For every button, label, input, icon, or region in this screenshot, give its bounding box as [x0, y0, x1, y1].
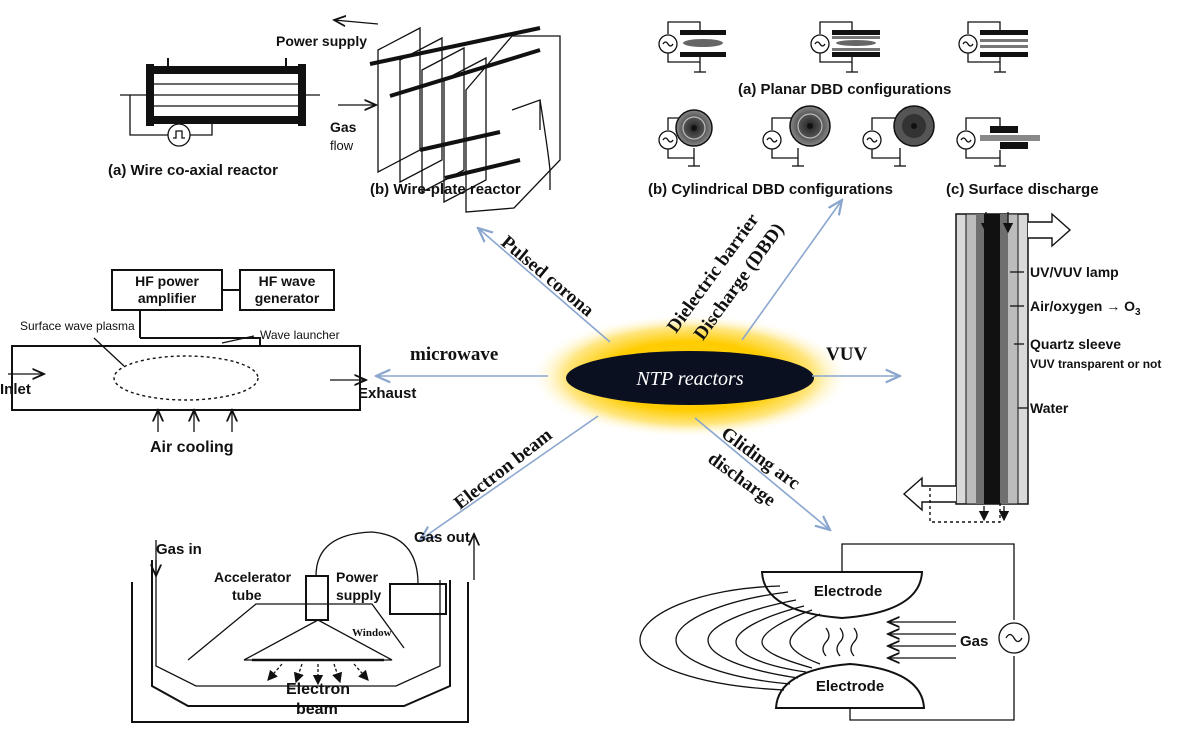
planar-dbd-2	[810, 21, 880, 73]
label-air-oxygen: Air/oxygen → O3	[1030, 298, 1141, 318]
wire-coaxial-reactor: (a) Wire co-axial reactor	[108, 58, 320, 179]
planar-dbd-1	[658, 21, 726, 73]
cylindrical-dbd-3	[862, 105, 935, 167]
arrow-electron-beam	[420, 415, 599, 540]
label-accelerator-line2: tube	[232, 587, 262, 603]
label-beam-line1: Electron	[286, 681, 350, 698]
caption-cylindrical-dbd: (b) Cylindrical DBD configurations	[648, 181, 893, 198]
label-window: Window	[352, 627, 392, 639]
arrow-gliding-arc	[694, 417, 830, 530]
caption-planar-dbd: (a) Planar DBD configurations	[738, 81, 951, 98]
cylindrical-dbd-1	[658, 109, 713, 167]
label-exhaust: Exhaust	[358, 385, 416, 402]
label-gas-line2: flow	[330, 138, 354, 153]
microwave-reactor: HF power amplifier HF wave generator Sur…	[0, 269, 416, 456]
label-electrode-bottom: Electrode	[816, 678, 884, 695]
label-electron-beam: Electron beam	[450, 424, 556, 514]
label-hf-gen-line1: HF wave	[259, 273, 316, 289]
label-gas-line1: Gas	[330, 119, 357, 135]
label-wave-launcher: Wave launcher	[260, 328, 340, 342]
label-inlet: Inlet	[0, 381, 31, 398]
label-quartz-sleeve: Quartz sleeve	[1030, 336, 1121, 352]
center-node: NTP reactors	[530, 314, 850, 438]
label-air-cooling: Air cooling	[150, 439, 234, 456]
label-power-line1: Power	[336, 569, 379, 585]
label-hf-amp-line2: amplifier	[138, 290, 197, 306]
label-uv-lamp: UV/VUV lamp	[1030, 264, 1119, 280]
cylindrical-dbd-group: (b) Cylindrical DBD configurations	[648, 105, 935, 198]
arrow-pulsed-corona	[478, 228, 611, 343]
label-gas: Gas	[960, 633, 988, 650]
vuv-reactor: UV/VUV lamp Air/oxygen → O3 Quartz sleev…	[902, 212, 1161, 523]
planar-dbd-group: (a) Planar DBD configurations	[658, 21, 1028, 98]
caption-surface-discharge: (c) Surface discharge	[946, 181, 1099, 198]
label-vuv-transparent: VUV transparent or not	[1030, 357, 1161, 371]
arrow-dbd	[741, 200, 842, 341]
label-power-supply: Power supply	[276, 33, 367, 49]
label-surface-wave: Surface wave plasma	[20, 319, 135, 333]
surface-discharge: (c) Surface discharge	[946, 117, 1099, 198]
label-pulsed-corona: Pulsed corona	[497, 232, 598, 322]
gliding-arc-reactor: Electrode Electrode Gas	[639, 543, 1030, 721]
wire-plate-reactor: Power supply Gas flow (b) Wire-plate rea…	[276, 20, 561, 213]
electron-beam-reactor: Gas in Gas out Accelerator tube Power su…	[131, 529, 474, 723]
caption-wire-plate: (b) Wire-plate reactor	[370, 181, 521, 198]
planar-dbd-3	[958, 21, 1028, 73]
label-beam-line2: beam	[296, 701, 338, 718]
label-electrode-top: Electrode	[814, 583, 882, 600]
branch-arrows	[376, 200, 900, 540]
caption-wire-coaxial: (a) Wire co-axial reactor	[108, 162, 278, 179]
label-gas-in: Gas in	[156, 541, 202, 558]
center-label: NTP reactors	[635, 368, 743, 390]
label-microwave: microwave	[410, 344, 498, 365]
label-gas-out: Gas out	[414, 529, 470, 546]
cylindrical-dbd-2	[762, 105, 831, 167]
label-hf-amp-line1: HF power	[135, 273, 199, 289]
label-vuv: VUV	[826, 344, 867, 365]
electrode-bottom	[774, 662, 926, 709]
label-hf-gen-line2: generator	[255, 290, 320, 306]
label-water: Water	[1030, 400, 1069, 416]
label-accelerator-line1: Accelerator	[214, 569, 292, 585]
label-power-line2: supply	[336, 587, 381, 603]
